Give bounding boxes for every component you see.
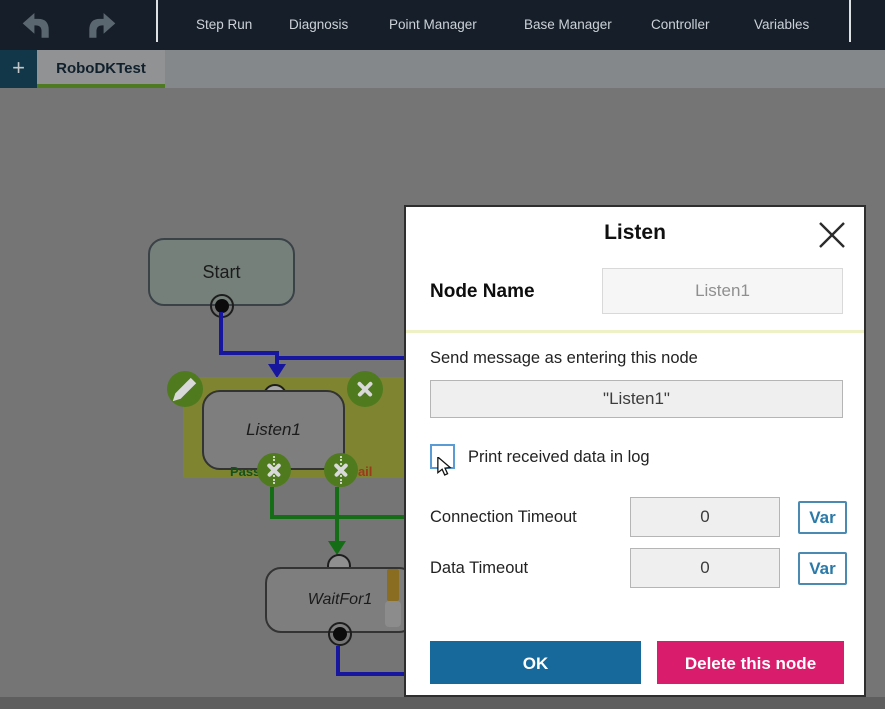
node-start-label: Start [202,261,241,282]
node-name-input[interactable] [602,268,843,314]
ok-button[interactable]: OK [430,641,641,684]
section-divider [406,330,864,333]
print-log-label: Print received data in log [468,448,650,466]
canvas-bottom-strip [0,697,885,709]
menu-step-run[interactable]: Step Run [196,17,253,32]
toolbar-divider-left [156,0,158,42]
active-tab-indicator [37,84,165,88]
arrow-into-waitfor [328,541,346,555]
cursor-icon [437,457,452,476]
connection-timeout-label: Connection Timeout [430,508,577,526]
port-waitfor-out[interactable] [328,622,352,646]
connection-blue-h3 [336,672,436,676]
port-listen-pass-icon[interactable] [257,453,291,487]
connection-blue-h1 [219,351,279,355]
arrow-into-listen [268,364,286,378]
data-timeout-input[interactable] [630,548,780,588]
send-message-input[interactable] [430,380,843,418]
connection-green-pass [270,487,274,517]
connection-blue-v3 [336,646,340,674]
dialog-title: Listen [604,221,666,244]
toolbar: Step Run Diagnosis Point Manager Base Ma… [0,0,885,50]
send-message-label: Send message as entering this node [430,349,698,367]
connection-timeout-var-button[interactable]: Var [798,501,847,534]
redo-icon[interactable] [82,13,120,39]
menu-base-manager[interactable]: Base Manager [524,17,612,32]
connection-timeout-input[interactable] [630,497,780,537]
listen-dialog: Listen Node Name Send message as enterin… [404,205,866,697]
node-name-label: Node Name [430,281,535,302]
node-waitfor-label: WaitFor1 [307,591,373,608]
menu-point-manager[interactable]: Point Manager [389,17,477,32]
menu-diagnosis[interactable]: Diagnosis [289,17,349,32]
node-badge-yellow [387,569,399,601]
connection-green-h [270,515,520,519]
tab-label: RoboDKTest [56,60,146,77]
connection-green-fail [335,487,339,543]
tab-robodktest[interactable]: RoboDKTest [37,50,165,88]
pass-label: Pass [230,464,261,479]
node-badge-gray [385,601,401,627]
add-tab-button[interactable]: + [0,50,37,88]
tab-bar: + RoboDKTest [0,50,885,88]
delete-this-node-button[interactable]: Delete this node [657,641,844,684]
connection-blue-loop [277,356,520,360]
edit-node-icon[interactable] [167,371,203,407]
port-waitfor-out-dot [333,627,347,641]
menu-variables[interactable]: Variables [754,17,810,32]
delete-node-icon[interactable] [347,371,383,407]
port-listen-fail-icon[interactable] [324,453,358,487]
toolbar-divider-right [849,0,851,42]
port-start-out-dot [215,299,229,313]
undo-icon[interactable] [18,13,56,39]
connection-blue-v1 [219,312,223,353]
data-timeout-label: Data Timeout [430,559,529,577]
data-timeout-var-button[interactable]: Var [798,552,847,585]
menu-controller[interactable]: Controller [651,17,710,32]
close-icon[interactable] [814,217,850,253]
node-listen-label: Listen1 [246,420,301,439]
